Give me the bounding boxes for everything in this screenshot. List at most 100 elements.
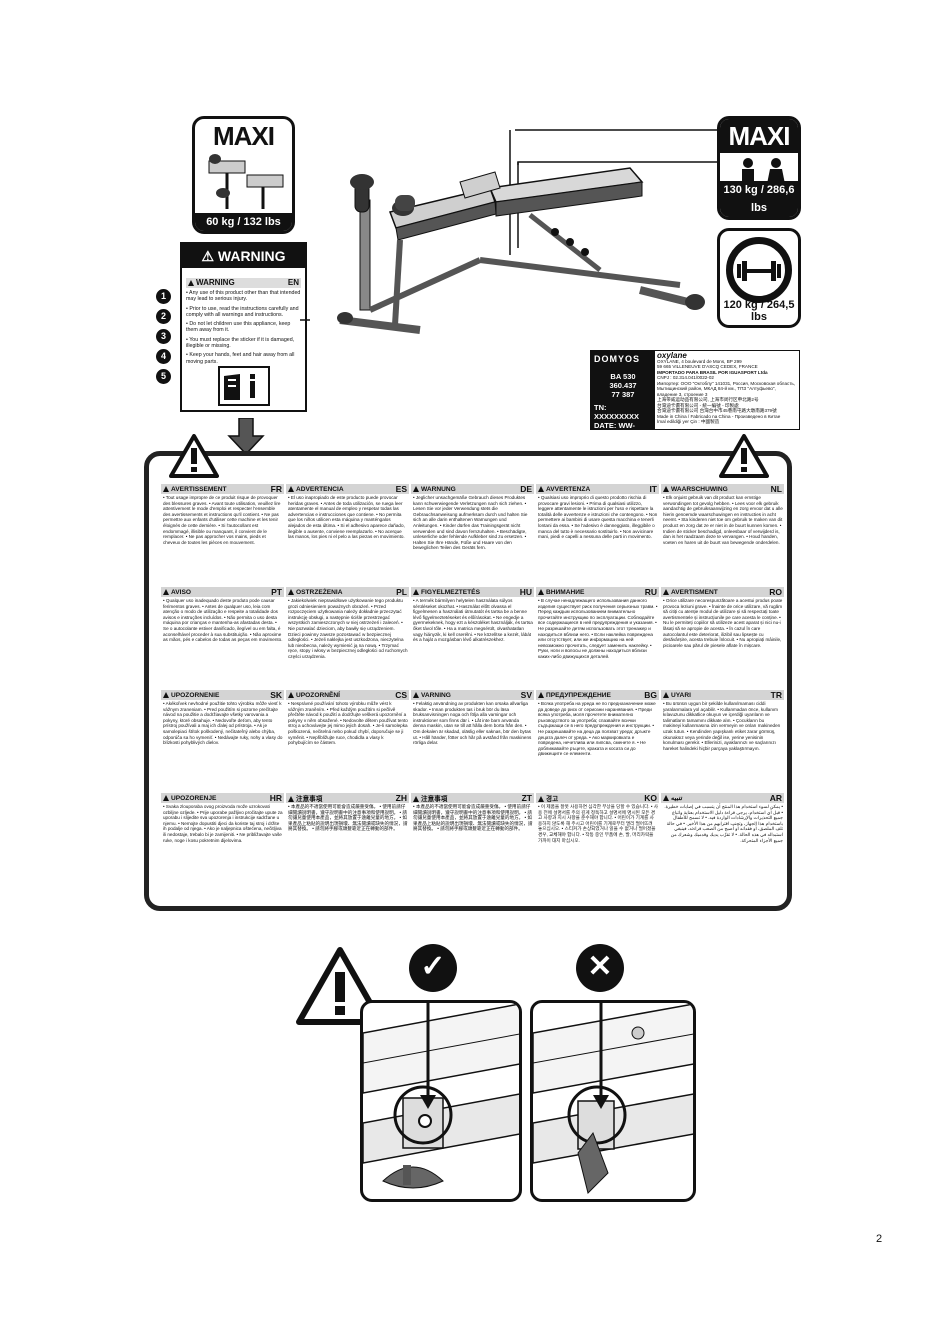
label-line: 上海带威运动品有限公司, 上海市闵行区申北路2号	[657, 397, 759, 402]
arrow-down-icon	[227, 418, 265, 456]
language-code: CS	[395, 690, 407, 700]
label-line: İmal edildiği yer Çin : 中國製造	[657, 419, 720, 424]
translation-title: UYARI	[671, 691, 691, 699]
language-code: ZH	[395, 793, 407, 803]
warning-triangle-icon	[188, 280, 194, 286]
warning-triangle-icon	[288, 691, 294, 698]
warning-triangle-icon	[538, 485, 544, 492]
cross-icon: ✕	[576, 944, 624, 992]
language-code: AR	[769, 793, 782, 803]
warning-triangle-icon	[413, 691, 419, 698]
model-name: BA 530	[610, 372, 636, 381]
language-code: KO	[644, 793, 657, 803]
warning-triangle-icon: ⚠	[201, 248, 214, 264]
warning-triangle-icon	[413, 796, 419, 802]
warning-triangle-icon	[413, 485, 419, 492]
barbell-icon	[737, 261, 781, 281]
translation-title: AVERTISMENT	[671, 588, 718, 596]
label-line: Импортер: ООО "Октоблу" 141031, Россия, …	[657, 380, 796, 397]
translation-title: تنبيه	[671, 795, 683, 802]
translation-text: • Bu ürünün uygun bir şekilde kullanılma…	[663, 701, 781, 751]
language-code: HU	[519, 587, 532, 597]
translation-title: 注意事項	[296, 796, 323, 803]
warning-triangle-icon	[538, 796, 544, 802]
warning-list: Any use of this product other than that …	[182, 290, 305, 365]
warning-language-bar: WARNING EN	[186, 278, 301, 288]
translation-title: AVVERTENZA	[546, 485, 591, 493]
bench-illustration	[300, 129, 718, 334]
oxylane-logo: oxylane	[657, 351, 687, 360]
warning-item: Do not let children use this appliance, …	[186, 321, 301, 334]
warning-triangle-icon	[719, 434, 769, 478]
language-code: ES	[395, 484, 407, 494]
translation-text: • Qualsiasi uso improprio di questo prod…	[538, 495, 658, 540]
product-code-2: 77 387	[611, 390, 635, 399]
warning-item: Any use of this product other than that …	[186, 290, 301, 303]
translation-header: تنبيه AR	[661, 793, 784, 803]
label-line: 59 665 VILLENEUVE D'ASCQ CEDEX, FRANCE	[657, 364, 758, 369]
correct-usage-detail	[360, 1000, 522, 1202]
warning-triangle-icon	[163, 485, 169, 492]
translation-text: • El uso inapropiado de este producto pu…	[288, 495, 405, 540]
translation-title: ПРЕДУПРЕЖДЕНИЕ	[546, 691, 611, 699]
translation-text: • Elk onjuist gebruik van dit product ka…	[663, 495, 783, 545]
warning-header: ⚠ WARNING	[182, 244, 305, 268]
warning-triangle-icon	[663, 795, 669, 801]
number-marker: 1	[156, 289, 171, 304]
translation-title: UPOZORENJE	[171, 794, 217, 802]
translation-text: • 本產品的不適當使用可能會造成嚴重受傷。 • 使用前請仔細閱讀說明書，遵守說明…	[413, 804, 533, 832]
leg-attachment-icon	[208, 154, 284, 209]
translation-title: OSTRZEŻENIA	[296, 588, 343, 596]
translation-text: • В случае ненадлежащего использования д…	[538, 598, 658, 659]
correct-pin-illustration	[363, 1003, 519, 1189]
language-code: SK	[270, 690, 282, 700]
translation-text: • Svaka zlouporaba ovog proizvoda može u…	[163, 804, 283, 843]
translation-text: • Felaktig användning av produkten kan o…	[413, 701, 532, 746]
translation-text: • Akékoľvek nevhodné použitie tohto výro…	[163, 701, 283, 746]
warning-triangle-icon	[163, 691, 169, 698]
translation-text: • 이 제품을 잘못 사용하면 심각한 부상을 당할 수 있습니다. • 사용 …	[538, 804, 658, 843]
translation-title: UPOZORNENIE	[171, 691, 220, 699]
language-code: RU	[644, 587, 657, 597]
warning-triangle-icon	[163, 794, 169, 801]
translation-title: UPOZORNĚNÍ	[296, 691, 340, 699]
warning-number-markers: 1 2 3 4 5	[156, 289, 174, 389]
warning-item: Keep your hands, feet and hair away from…	[186, 352, 301, 365]
translation-text: • Всяка употреба на уреда не по предназн…	[538, 701, 656, 757]
label-line: CNPJ : 02.314.041/0022-02	[657, 375, 714, 380]
translation-header: 경고 KO	[536, 793, 659, 803]
warning-triangle-icon	[163, 588, 169, 595]
warning-triangle-icon	[169, 434, 219, 478]
warning-item: You must replace the sticker if it is da…	[186, 337, 301, 350]
language-code: SV	[520, 690, 532, 700]
translation-block-ko: 경고 KO• 이 제품을 잘못 사용하면 심각한 부상을 당할 수 있습니다. •…	[536, 793, 659, 896]
label-brand-block: DOMYOS BA 530 360.437 77 387 TN: XXXXXXX…	[591, 351, 655, 439]
number-marker: 3	[156, 329, 171, 344]
incorrect-pin-illustration	[533, 1003, 693, 1194]
label-line: 合灣迪卡儂有限公司 台灣台中市45巷南屯路大墩南路379號	[657, 408, 777, 413]
translation-title: 경고	[546, 796, 559, 803]
translation-text: • 本產品的不適當使用可能會造成嚴重受傷。 • 使用前請仔細閱讀說明書，遵守說明…	[288, 804, 408, 832]
label-line: OXYLANE, 4 boulevard de Mons, BP 299	[657, 358, 742, 364]
product-label: DOMYOS BA 530 360.437 77 387 TN: XXXXXXX…	[590, 350, 800, 439]
brand-logo: DOMYOS	[594, 354, 641, 364]
warning-triangle-icon	[663, 485, 669, 492]
number-marker: 5	[156, 369, 171, 384]
warning-triangle-icon	[288, 796, 294, 802]
translation-title: AVERTISSEMENT	[171, 485, 227, 493]
label-line: 台灣迪卡儂有限公司 - 統一編號 - 印製處	[657, 402, 739, 408]
